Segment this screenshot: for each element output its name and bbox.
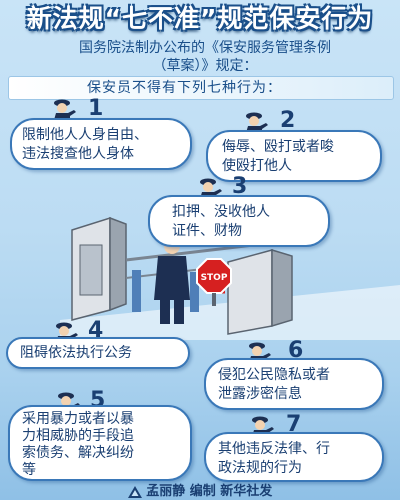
rule-number: 4 [88,318,104,343]
rules-banner-text: 保安员不得有下列七种行为： [87,80,282,96]
rule-text-line: 证件、财物 [172,223,242,239]
footer-text: 孟丽静 编制 新华社发 [146,484,273,499]
rule-text-line: 扣押、没收他人 [172,204,270,220]
rule-text-line: 力相威胁的手段追 [22,428,134,444]
rule-bubble: 限制他人人身自由、 违法搜查他人身体 [10,118,192,170]
rule-text-line: 违法搜查他人身体 [22,146,134,162]
rule-bubble: 其他违反法律、行 政法规的行为 [204,432,384,482]
rule-bubble: 扣押、没收他人 证件、财物 [148,195,330,247]
rule-text-line: 限制他人人身自由、 [22,127,148,143]
rule-number: 3 [232,174,248,199]
rule-text-line: 侮辱、殴打或者唆 [222,139,334,155]
rule-text-line: 政法规的行为 [218,460,302,476]
page-title: 新法规“七不准”规范保安行为 [26,4,374,33]
rule-text-line: 索债务、解决纠纷 [22,445,134,461]
intro-line-1: 国务院法制办公布的《保安服务管理条例 [79,40,331,56]
rule-number: 1 [88,96,104,121]
rule-number: 6 [288,338,304,363]
intro-text: 国务院法制办公布的《保安服务管理条例 （草案）》规定： [20,39,390,75]
rule-text-line: 等 [22,462,36,478]
rule-bubble: 侵犯公民隐私或者 泄露涉密信息 [204,358,384,410]
rule-text-line: 使殴打他人 [222,158,292,174]
xinhua-logo-icon [127,485,142,498]
rule-number: 2 [280,108,296,133]
rule-number: 7 [286,412,302,437]
rule-bubble: 阻碍依法执行公务 [6,337,190,369]
rule-text-line: 泄露涉密信息 [218,386,302,402]
rule-text-line: 阻碍依法执行公务 [20,345,132,361]
rule-bubble: 侮辱、殴打或者唆 使殴打他人 [206,130,382,182]
guard-icon [54,99,76,120]
stop-sign-text: STOP [201,273,228,283]
rules-banner: 保安员不得有下列七种行为： [8,76,394,100]
rule-text-line: 采用暴力或者以暴 [22,411,134,427]
footer-credit: 孟丽静 编制 新华社发 [0,484,400,500]
stop-sign-icon: STOP [196,258,232,306]
rule-text-line: 侵犯公民隐私或者 [218,367,330,383]
rule-text-line: 其他违反法律、行 [218,441,330,457]
rule-bubble: 采用暴力或者以暴 力相威胁的手段追 索债务、解决纠纷 等 [8,405,192,481]
intro-line-2: （草案）》规定： [152,58,258,74]
